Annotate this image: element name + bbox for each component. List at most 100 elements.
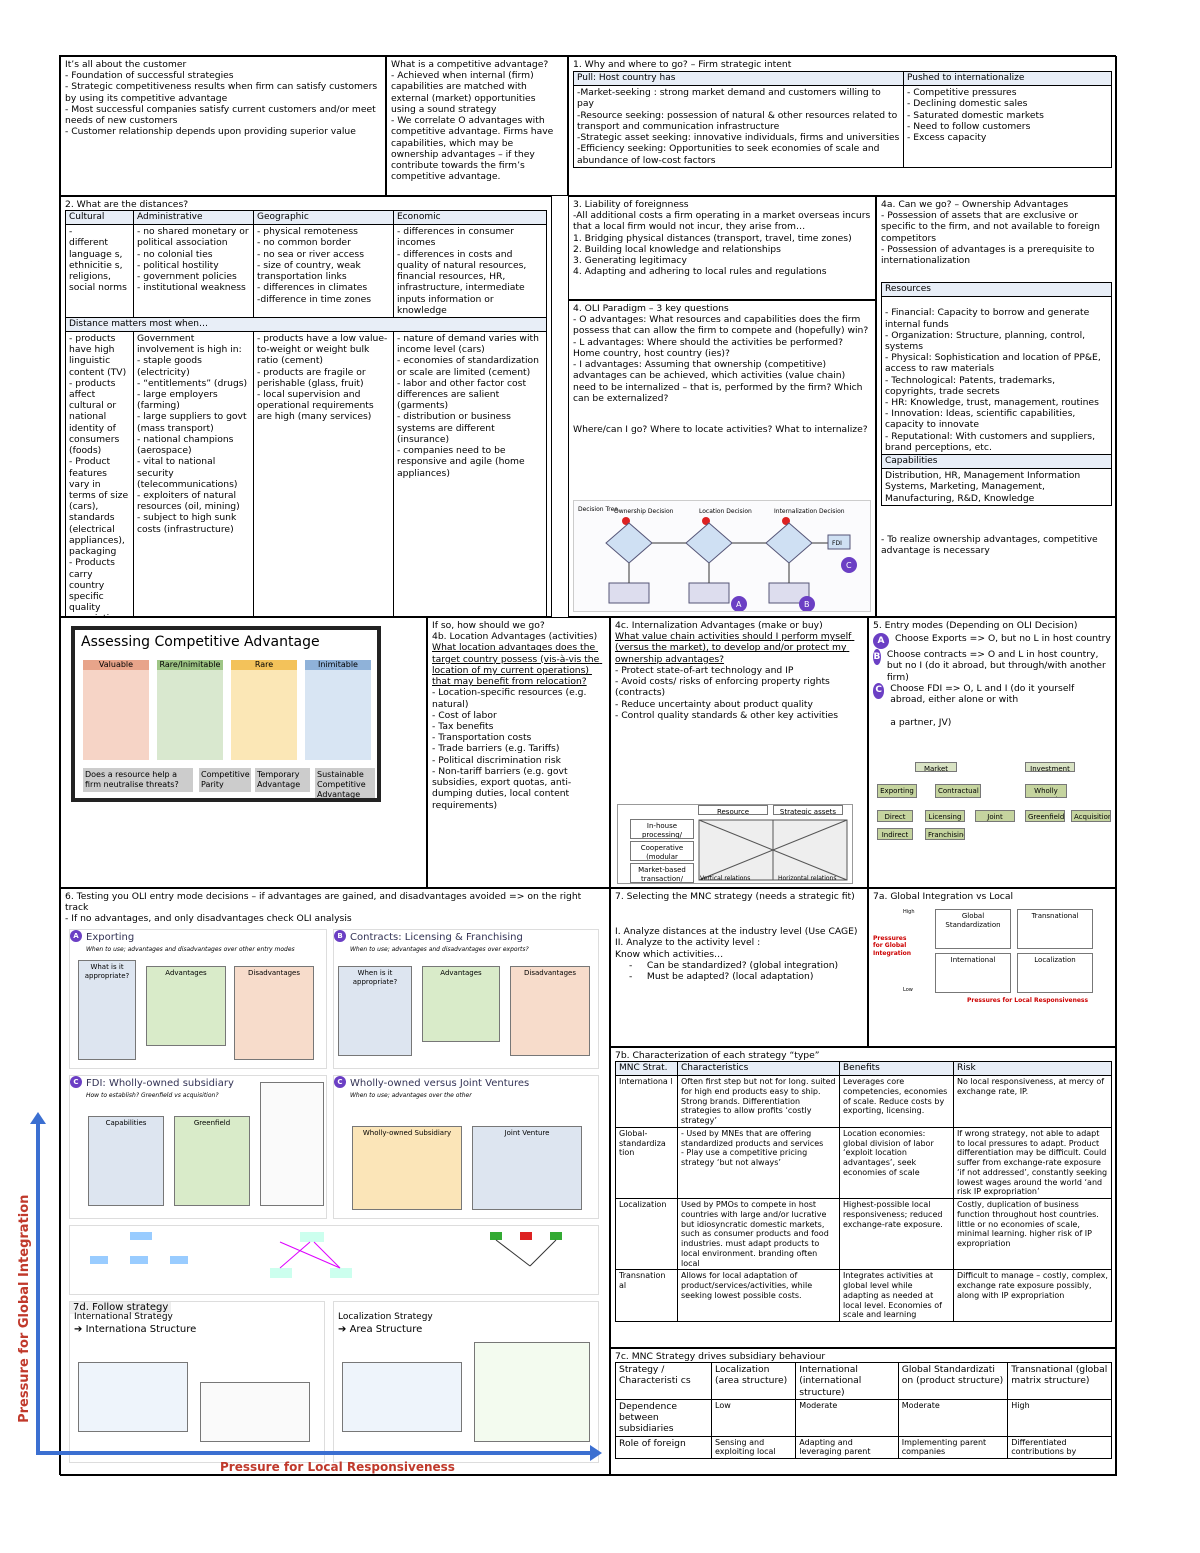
types-r2-c0: Localization [615,1198,678,1271]
oli-where: Where/can I go? Where to locate activiti… [573,423,868,435]
local-chart-2 [474,1342,590,1442]
tree-step-1 [622,517,630,525]
mnc-bullet-1-text: Can be standardized? (global integration… [646,959,839,971]
location-title: If so, how should we go? 4b. Location Ad… [432,620,598,643]
assessing-section: Assessing Competitive Advantage Valuable… [60,617,427,888]
drives-r0-c1: Low [710,1398,797,1437]
assessing-cols: Valuable Rare/Inimitable Rare Inimitable [83,660,373,760]
types-r0-c2: Leverages core competencies, economies o… [839,1075,954,1128]
assessing-col-1: Valuable [83,660,149,760]
mnc-dash-2: - [629,971,647,983]
types-table: MNC Strat. Characteristics Benefits Risk… [615,1061,1112,1323]
why-title: 1. Why and where to go? – Firm strategic… [573,59,792,70]
oli-title: 4. OLI Paradigm – 3 key questions [573,303,729,314]
matters-geo: - products have a low value-to-weight or… [253,330,394,616]
mnc-body: I. Analyze distances at the industry lev… [615,926,858,960]
types-r1-c3: If wrong strategy, not able to adapt to … [953,1126,1112,1200]
entry-node-exporting: Exporting [877,784,917,798]
follow-strategy-label: 7d. Follow strategy [70,1302,172,1315]
internal-section: 4c. Internalization Advantages (make or … [610,617,868,888]
drives-r0-c3: Moderate [897,1398,1009,1437]
oli-decision-tree: Decision Tree Ownership Decision Locatio… [573,500,871,612]
entry-node-indirect: Indirect [877,828,913,840]
entry-text-b: Choose contracts => O and L in host coun… [886,649,1109,683]
gl-ylabel: Pressures for Global Integration [873,935,912,957]
assessing-col-4: Inimitable [305,660,371,760]
entry-node-greenfield: Greenfield [1025,810,1065,822]
tree-fdi-label: FDI [832,540,842,547]
dist-head-eco: Economic [393,210,547,226]
drives-head-1: Localization (area structure) [710,1362,797,1400]
types-r2-c2: Highest-possible local responsiveness; r… [839,1198,954,1271]
drives-r1-c0: Role of foreign [615,1435,712,1460]
entry-diagram: Market Entry Exporting Contractual Inves… [875,748,1111,882]
tree-internal: Internalization Decision [774,508,845,515]
tree-export [688,582,730,604]
liability-body: -All additional costs a firm operating i… [573,210,871,278]
resources-body: - Financial: Capacity to borrow and gene… [881,296,1112,456]
internal-market: Market-based transaction/ externalizatio… [630,863,694,883]
pull-body: -Market-seeking : strong market demand a… [573,85,904,168]
jv-badge: C [334,1076,346,1088]
drives-head-0: Strategy / Characteristi cs [615,1362,712,1400]
types-r0-c0: Internationa l [615,1075,678,1128]
why-section: 1. Why and where to go? – Firm strategic… [568,56,1117,196]
internal-horizontal: Horizontal relations [778,875,837,882]
internal-inhouse: In-house processing/ internalization [630,819,694,839]
entry-section: 5. Entry modes (Depending on OLI Decisio… [868,617,1117,888]
global-local-title: 7a. Global Integration vs Local [873,891,1014,902]
fdi-col-2: Greenfield [174,1116,250,1206]
entry-node-licensing: Licensing [925,810,965,822]
oli-body: - O advantages: What resources and capab… [573,314,869,404]
drives-r1-c1: Sensing and exploiting local [710,1435,797,1460]
entry-badge-c: C [873,682,885,699]
liability-section: 3. Liability of foreignness -All additio… [568,196,876,300]
intl-arrow-icon: ➔ [74,1324,86,1335]
gl-q3: International [935,953,1011,993]
contracts-sub: When to use; advantages and disadvantage… [350,946,529,953]
capabilities-body: Distribution, HR, Management Information… [881,468,1112,506]
mnc-bullet-2-text: Must be adapted? (local adaptation) [646,971,814,983]
types-r2-c3: Costly, duplication of business function… [953,1198,1112,1271]
exporting-col-1: What is it appropriate? [78,960,136,1060]
mnc-title: 7. Selecting the MNC strategy (needs a s… [615,891,855,902]
local-sub: ➔ Area Structure [338,1324,422,1336]
exporting-col-3: Disadvantages [234,966,314,1060]
gl-chart: High Low Pressures for Global Integratio… [873,905,1109,1043]
types-r2-c1: Used by PMOs to compete in host countrie… [677,1198,840,1271]
axis-arrow-right-icon [590,1445,602,1461]
tree-fdi [827,534,851,550]
tree-badge-c [841,557,857,573]
types-r1-c0: Global-standardiza tion [615,1126,678,1200]
types-r3-c3: Difficult to manage – costly, complex, e… [953,1269,1112,1323]
global-integration-axis [36,1120,40,1455]
types-head-2: Benefits [839,1061,954,1077]
liability-title: 3. Liability of foreignness [573,199,689,210]
dist-admin: - no shared monetary or political associ… [133,224,254,318]
capabilities-head: Capabilities [881,454,1112,470]
drives-r1-c2: Adapting and leveraging parent [795,1435,899,1460]
gl-q4: Localization [1017,953,1093,993]
gl-low: Low [903,987,913,993]
entry-badge-b: B [873,649,881,666]
dist-cultural: - different language s, ethnicitie s, re… [65,224,134,318]
internal-title: 4c. Internalization Advantages (make or … [615,620,823,631]
x-axis-label: Pressure for Local Responsiveness [220,1460,455,1474]
entry-node-direct: Direct [877,810,913,822]
org-charts-strip [69,1225,599,1295]
types-r0-c3: No local responsiveness, at mercy of exc… [953,1075,1112,1128]
resources-head: Resources [881,282,1112,298]
ownership-body: - Possession of assets that are exclusiv… [881,210,1100,267]
drives-head-2: International (international structure) [795,1362,899,1400]
gl-xlabel: Pressures for Local Responsiveness [967,997,1089,1004]
jv-col-1: Wholly-owned Subsidiary [352,1126,462,1210]
entry-node-jv: Joint venture [975,810,1015,822]
testing-section: 6. Testing you OLI entry mode decisions … [60,888,610,1476]
types-r3-c1: Allows for local adaptation of product/s… [677,1269,840,1323]
types-r3-c0: Transnation al [615,1269,678,1323]
types-head-1: Characteristics [677,1061,840,1077]
types-r1-c1: - Used by MNEs that are offering standar… [677,1126,840,1200]
contracts-col-2: Advantages [422,966,500,1042]
dist-head-cultural: Cultural [65,210,134,226]
local-arrow-icon: ➔ [338,1324,350,1335]
